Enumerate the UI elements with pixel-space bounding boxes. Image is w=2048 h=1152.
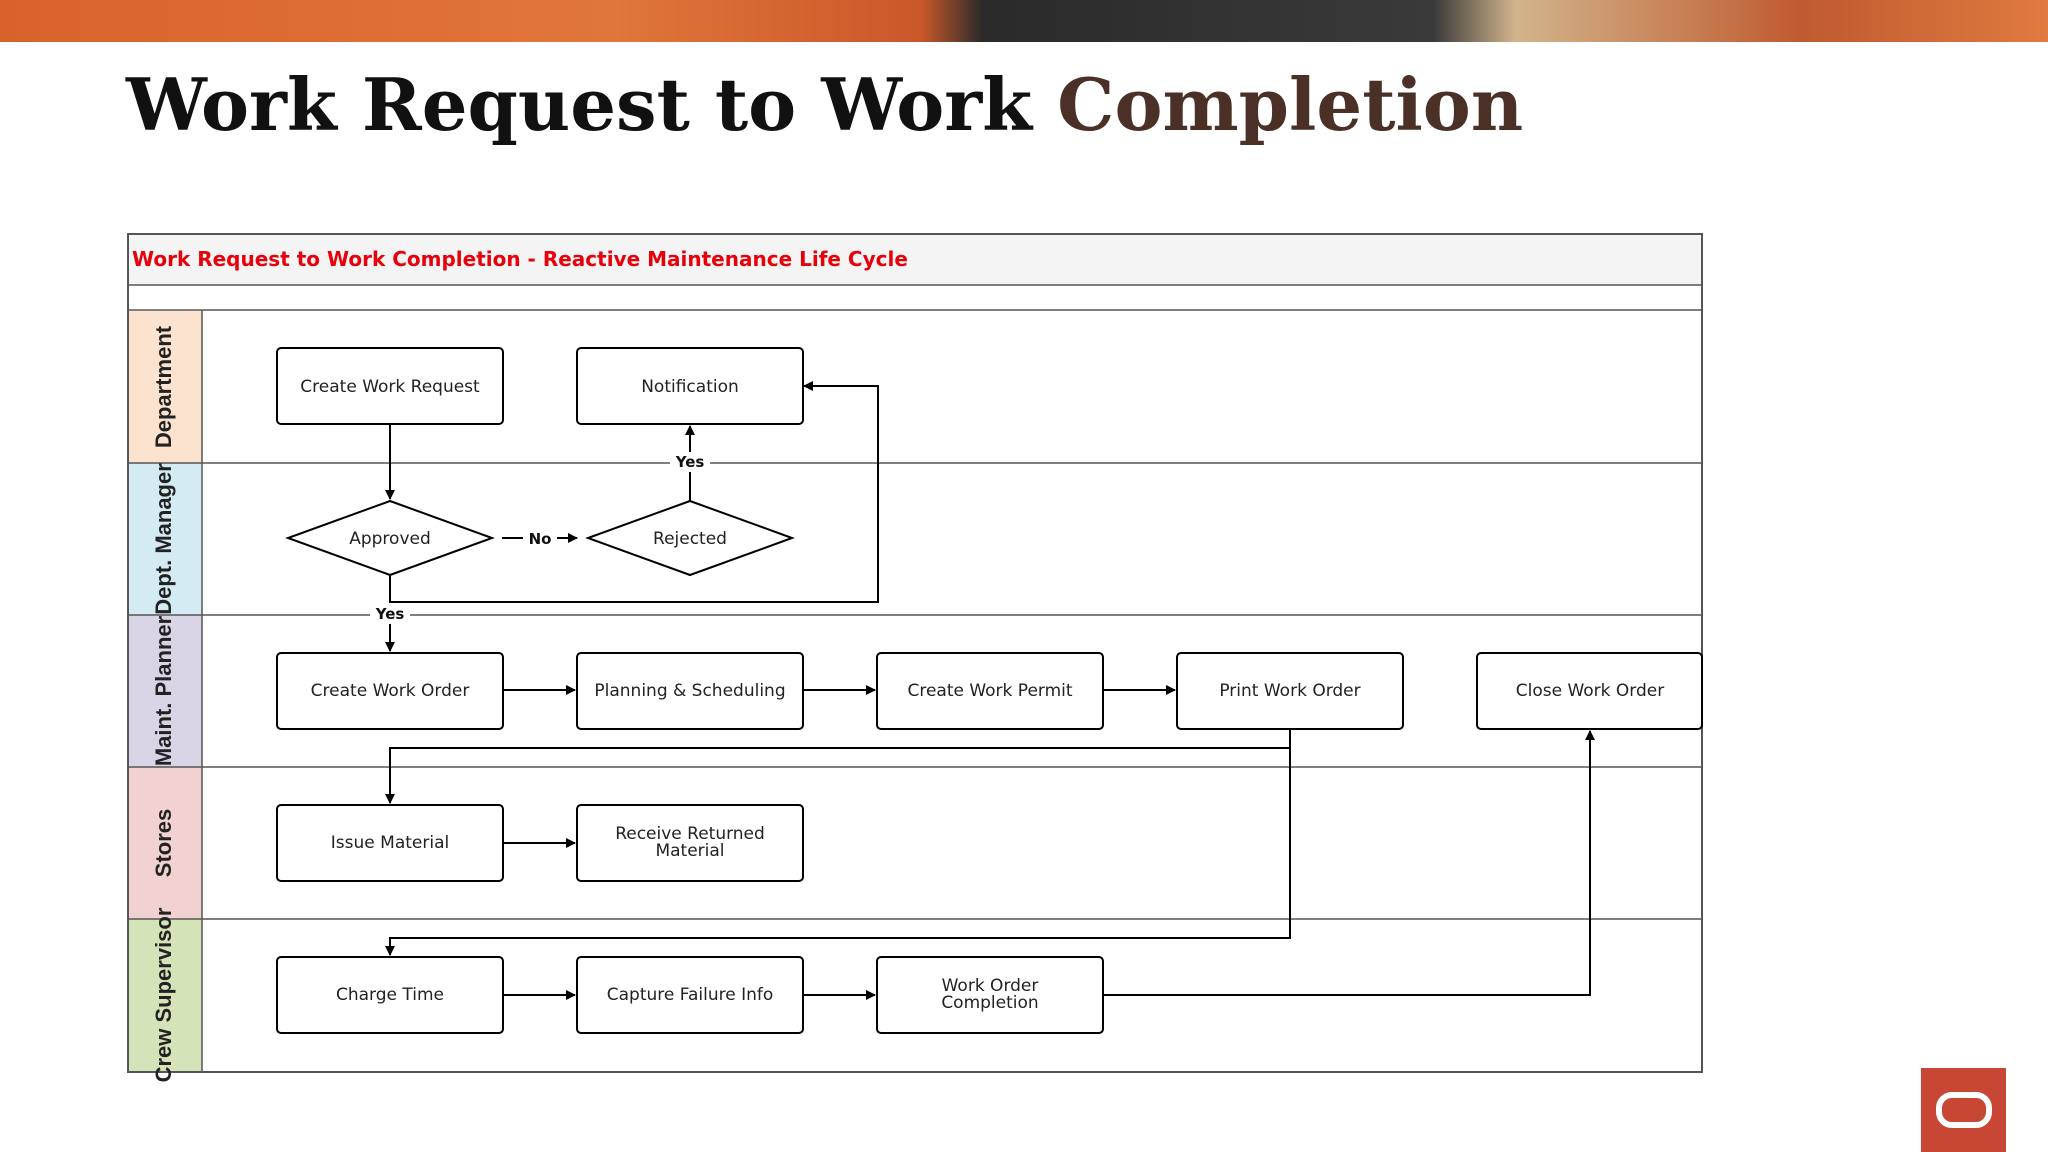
title-accent: Completion	[1057, 62, 1524, 147]
decorative-banner	[0, 0, 2048, 42]
lane-header-department	[129, 311, 202, 463]
node-label-close-work-order: Close Work Order	[1516, 681, 1664, 701]
decision-label-rejected: Rejected	[653, 529, 727, 549]
node-issue-material	[276, 804, 504, 882]
node-planning-scheduling	[576, 652, 804, 730]
diagram-title: Work Request to Work Completion - Reacti…	[132, 247, 908, 271]
node-create-work-request	[276, 347, 504, 425]
decision-rejected	[585, 499, 795, 577]
node-label-issue-material: Issue Material	[331, 833, 449, 853]
edge-completion-to-close	[1103, 730, 1595, 996]
decision-approved	[285, 499, 495, 577]
page-title: Work Request to Work Completion	[126, 60, 1523, 150]
edge-print-to-charge-time	[385, 748, 1291, 956]
node-label-capture-failure-info: Capture Failure Info	[607, 985, 774, 1005]
node-label-work-order-completion-line2: Completion	[941, 993, 1038, 1013]
edge-label-no: No	[529, 530, 552, 548]
node-charge-time	[276, 956, 504, 1034]
lane-header-maint-planner	[129, 615, 202, 767]
node-label-receive-returned-material-line1: Receive Returned	[615, 824, 765, 844]
node-label-create-work-permit: Create Work Permit	[907, 681, 1072, 701]
node-notification	[576, 347, 804, 425]
node-capture-failure-info	[576, 956, 804, 1034]
edge-print-to-issue-material	[385, 730, 1291, 804]
edge-label-yes-rejected: Yes	[675, 453, 705, 471]
lane-label-crew-supervisor: Crew Supervisor	[151, 907, 176, 1082]
lane-label-department: Department	[151, 325, 176, 448]
node-label-work-order-completion-line1: Work Order	[942, 976, 1039, 996]
node-label-notification: Notification	[641, 377, 739, 397]
logo-ring-shape	[1935, 1092, 1992, 1128]
decision-label-approved: Approved	[349, 529, 431, 549]
node-label-create-work-request: Create Work Request	[300, 377, 480, 397]
lane-header-dept-manager	[129, 463, 202, 615]
node-create-work-permit	[876, 652, 1104, 730]
node-print-work-order	[1176, 652, 1404, 730]
oracle-logo-icon	[1921, 1068, 2006, 1152]
node-label-print-work-order: Print Work Order	[1219, 681, 1360, 701]
lane-header-stores	[129, 767, 202, 919]
lane-label-dept-manager: Dept. Manager	[151, 463, 176, 615]
lane-label-stores: Stores	[151, 809, 176, 877]
node-label-receive-returned-material-line2: Material	[655, 841, 724, 861]
node-label-create-work-order: Create Work Order	[311, 681, 470, 701]
node-label-planning-scheduling: Planning & Scheduling	[594, 681, 785, 701]
diagram-header	[129, 235, 1701, 285]
node-label-charge-time: Charge Time	[336, 985, 444, 1005]
lane-header-crew-supervisor	[129, 919, 202, 1071]
node-create-work-order	[276, 652, 504, 730]
lane-label-maint-planner: Maint. Planner	[151, 615, 176, 766]
node-receive-returned-material	[576, 804, 804, 882]
node-close-work-order	[1476, 652, 1703, 730]
edge-loop-to-notification	[389, 381, 879, 603]
node-work-order-completion	[876, 956, 1104, 1034]
title-main: Work Request to Work	[126, 62, 1033, 147]
edge-label-yes-approved: Yes	[375, 605, 405, 623]
